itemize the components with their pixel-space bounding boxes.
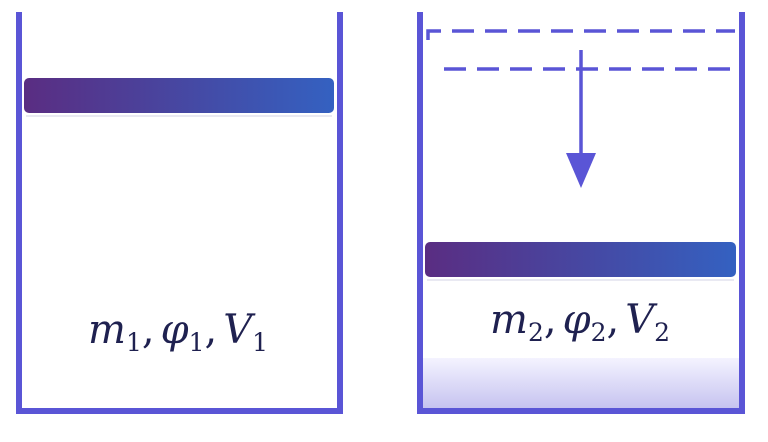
separator: , — [544, 297, 557, 343]
initial-piston-position-outline — [426, 29, 738, 71]
volume-1-subscript: 1 — [252, 328, 268, 357]
humidity-2-symbol: φ — [563, 297, 591, 343]
container-1-walls — [16, 12, 343, 414]
humidity-1-symbol: φ — [161, 307, 189, 353]
volume-1-symbol: V — [223, 307, 256, 353]
container-2-walls — [417, 12, 745, 414]
arrow-down-icon — [566, 50, 596, 188]
mass-2-symbol: m — [490, 297, 528, 343]
mass-2-subscript: 2 — [528, 318, 544, 347]
separator: , — [204, 307, 217, 353]
container-1: m1,φ1,V1 — [16, 12, 343, 414]
piston-2 — [425, 242, 736, 277]
condensed-liquid — [423, 358, 740, 408]
piston-1 — [24, 78, 334, 113]
volume-2-symbol: V — [625, 297, 658, 343]
humidity-2-subscript: 2 — [591, 318, 607, 347]
volume-2-subscript: 2 — [654, 318, 670, 347]
separator: , — [606, 297, 619, 343]
separator: , — [142, 307, 155, 353]
state-1-label: m1,φ1,V1 — [88, 307, 268, 357]
state-2-label: m2,φ2,V2 — [490, 297, 670, 347]
mass-1-subscript: 1 — [126, 328, 142, 357]
mass-1-symbol: m — [88, 307, 126, 353]
humidity-1-subscript: 1 — [189, 328, 205, 357]
container-2: m2,φ2,V2 — [417, 12, 745, 414]
